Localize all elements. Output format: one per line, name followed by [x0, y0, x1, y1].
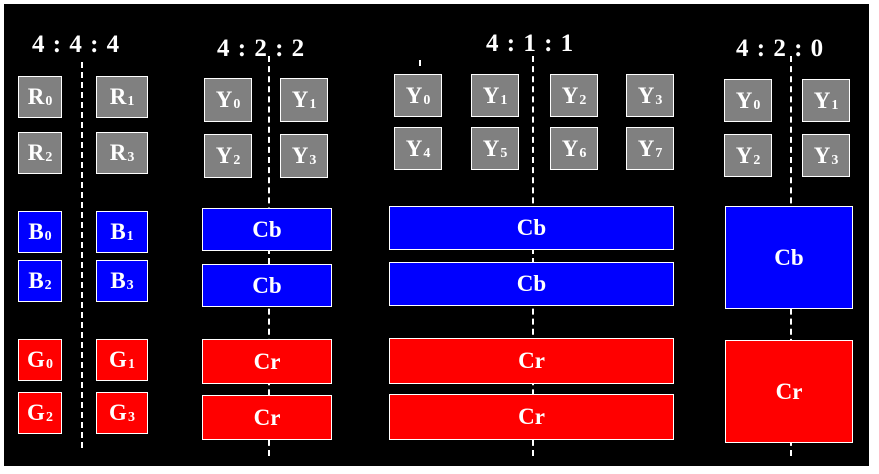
cb-cell-422-bottom: Cb: [202, 264, 332, 307]
divider-tick-411: [419, 60, 421, 66]
cr-cell-411-top: Cr: [389, 338, 674, 384]
cb-cell-411-bottom: Cb: [389, 262, 674, 306]
divider-444: [81, 62, 83, 448]
divider-411: [532, 56, 534, 456]
cr-cell-422-bottom: Cr: [202, 395, 332, 440]
cr-cell-420: Cr: [725, 340, 853, 443]
title-411: 4 : 1 : 1: [486, 30, 575, 57]
title-422: 4 : 2 : 2: [217, 35, 306, 62]
cb-cell-420: Cb: [725, 206, 853, 309]
cr-cell-422-top: Cr: [202, 339, 332, 384]
sampling-diagram: 4 : 4 : 4 4 : 2 : 2 4 : 1 : 1 4 : 2 : 0 …: [4, 4, 869, 466]
divider-422: [268, 56, 270, 456]
cb-cell-422-top: Cb: [202, 208, 332, 251]
cb-cell-411-top: Cb: [389, 206, 674, 250]
cr-cell-411-bottom: Cr: [389, 394, 674, 440]
title-444: 4 : 4 : 4: [32, 31, 121, 58]
title-420: 4 : 2 : 0: [736, 35, 825, 62]
